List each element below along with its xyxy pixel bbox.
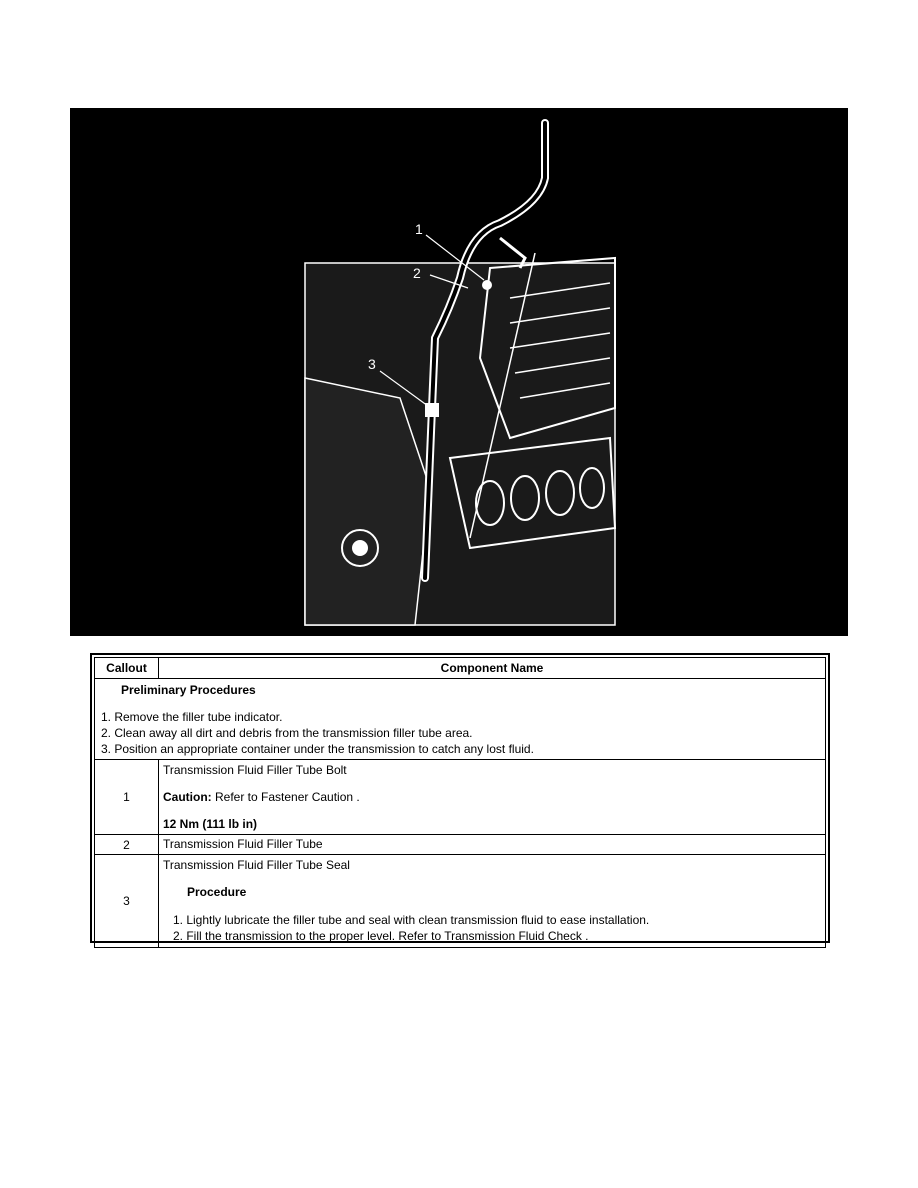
engine-illustration: 1 2 3: [70, 108, 848, 636]
exhaust-manifold: [448, 436, 617, 550]
tube-bracket: [499, 236, 527, 269]
procedure-steps: 1. Lightly lubricate the filler tube and…: [173, 912, 821, 944]
transmission-plug-center: [352, 540, 368, 556]
callout-cell: 2: [94, 834, 159, 855]
transmission-plug: [341, 529, 379, 567]
component-name-header: Component Name: [158, 657, 826, 679]
caution-note: Caution: Refer to Fastener Caution .: [163, 790, 821, 804]
table-header-row: Callout Component Name: [94, 657, 826, 679]
callout-cell: 3: [94, 854, 159, 948]
torque-spec: 12 Nm (111 lb in): [163, 817, 258, 831]
preliminary-row: Preliminary Procedures 1. Remove the fil…: [94, 678, 826, 760]
caution-label: Caution:: [163, 790, 212, 804]
procedure-step: 1. Lightly lubricate the filler tube and…: [173, 913, 650, 927]
component-name: Transmission Fluid Filler Tube Bolt: [163, 763, 347, 777]
table-row: 2 Transmission Fluid Filler Tube: [94, 834, 826, 855]
callout-2-leader: [429, 274, 469, 289]
preliminary-steps: 1. Remove the filler tube indicator. 2. …: [101, 709, 825, 757]
callout-1-leader: [425, 234, 485, 281]
tube-bolt: [482, 280, 492, 290]
component-table: Callout Component Name Preliminary Proce…: [90, 653, 830, 948]
reference-line: [469, 252, 536, 539]
cylinder-head: [478, 256, 616, 440]
filler-tube-diagram: 1 2 3: [304, 119, 617, 626]
preliminary-cell: Preliminary Procedures 1. Remove the fil…: [94, 678, 826, 760]
table-row: 1 Transmission Fluid Filler Tube Bolt Ca…: [94, 759, 826, 835]
component-cell: Transmission Fluid Filler Tube Bolt Caut…: [158, 759, 826, 835]
callout-2-label: 2: [413, 265, 421, 281]
procedure-step: 2. Fill the transmission to the proper l…: [173, 929, 589, 943]
component-name: Transmission Fluid Filler Tube: [158, 834, 826, 855]
callout-3-leader: [379, 370, 429, 407]
callout-cell: 1: [94, 759, 159, 835]
component-name: Transmission Fluid Filler Tube Seal: [163, 858, 350, 872]
intake-runners: [509, 282, 611, 399]
caution-text: Refer to Fastener Caution .: [211, 790, 360, 804]
table-row: 3 Transmission Fluid Filler Tube Seal Pr…: [94, 854, 826, 948]
callout-3-label: 3: [368, 356, 376, 372]
component-cell: Transmission Fluid Filler Tube Seal Proc…: [158, 854, 826, 948]
tube-seal: [425, 403, 439, 417]
preliminary-step: 1. Remove the filler tube indicator.: [101, 710, 283, 724]
manifold-ports: [475, 467, 605, 526]
procedure-heading: Procedure: [187, 885, 247, 899]
preliminary-heading: Preliminary Procedures: [121, 683, 256, 697]
callout-header: Callout: [94, 657, 159, 679]
preliminary-step: 2. Clean away all dirt and debris from t…: [101, 726, 473, 740]
preliminary-step: 3. Position an appropriate container und…: [101, 742, 534, 756]
callout-1-label: 1: [415, 221, 423, 237]
